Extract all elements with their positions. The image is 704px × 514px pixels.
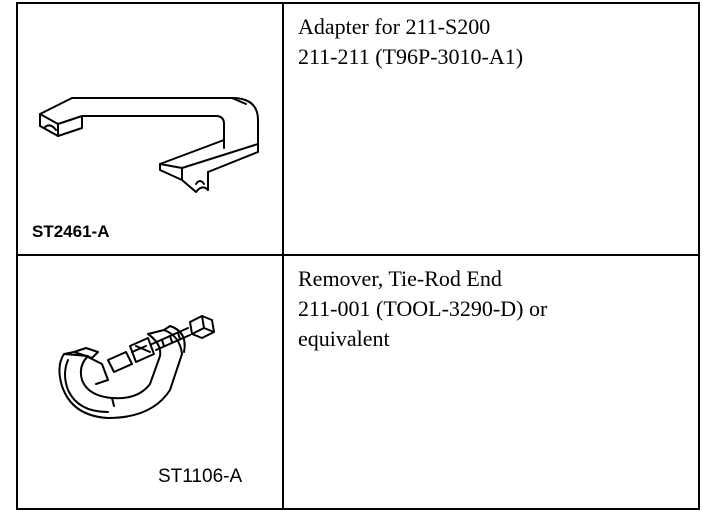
tool-reference-code: ST1106-A (158, 466, 243, 487)
tool-reference-code: ST2461-A (32, 222, 110, 241)
tool-illustration-cell: ST1106-A (18, 256, 284, 508)
tool-illustration-cell: ST2461-A (18, 4, 284, 254)
special-tools-table: ST2461-A Adapter for 211-S200 211-211 (T… (16, 2, 700, 510)
tool-description-line: 211-211 (T96P-3010-A1) (298, 44, 524, 69)
tool-description-cell: Remover, Tie-Rod End 211-001 (TOOL-3290-… (284, 256, 698, 508)
tool-description-cell: Adapter for 211-S200 211-211 (T96P-3010-… (284, 4, 698, 254)
tool-row: ST2461-A Adapter for 211-S200 211-211 (T… (18, 4, 698, 256)
adapter-u-shape-icon (39, 97, 259, 193)
tool-description-line: Adapter for 211-S200 (298, 14, 491, 39)
tool-row: ST1106-A Remover, Tie-Rod End 211-001 (T… (18, 256, 698, 508)
tool-description-line: equivalent (298, 326, 390, 351)
tool-description-line: 211-001 (TOOL-3290-D) or (298, 296, 548, 321)
tie-rod-remover-icon (58, 315, 215, 419)
tool-description-line: Remover, Tie-Rod End (298, 266, 502, 291)
